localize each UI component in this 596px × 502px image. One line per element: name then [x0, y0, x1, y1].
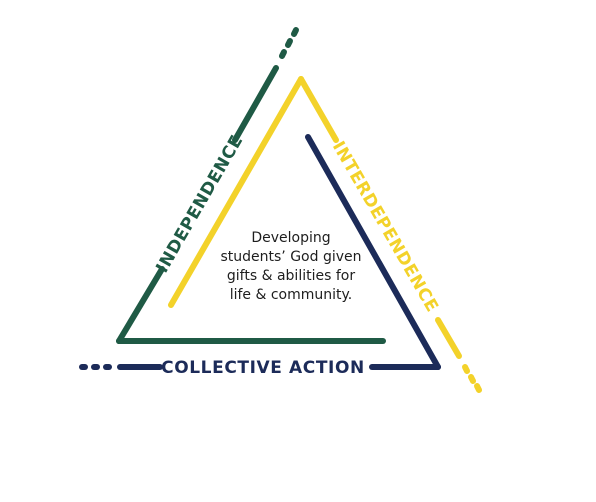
- center-text-line-2: students’ God given: [220, 249, 361, 265]
- independence-line-upper: [232, 65, 279, 143]
- interdependence-dot-1: [462, 364, 470, 374]
- independence-dot-3: [291, 27, 299, 37]
- collective-action-diagonal: [305, 134, 441, 370]
- independence-dot-2: [285, 38, 293, 48]
- interdependence-dot-2: [468, 374, 476, 384]
- collective-action-side: [79, 134, 441, 370]
- independence-side: [116, 27, 386, 344]
- center-text-line-4: life & community.: [230, 287, 353, 303]
- interdependence-inner-line: [168, 76, 304, 308]
- center-text-line-1: Developing: [251, 230, 330, 246]
- interdependence-dot-3: [474, 383, 482, 393]
- center-description: Developing students’ God given gifts & a…: [220, 230, 361, 303]
- interdependence-line-upper: [298, 76, 339, 143]
- collective-action-label: COLLECTIVE ACTION: [161, 358, 365, 378]
- independence-dot-1: [279, 49, 287, 59]
- interdependence-side: [168, 76, 482, 393]
- interdependence-line-lower: [435, 317, 462, 359]
- independence-line-lower: [116, 266, 165, 344]
- center-text-line-3: gifts & abilities for: [227, 268, 355, 284]
